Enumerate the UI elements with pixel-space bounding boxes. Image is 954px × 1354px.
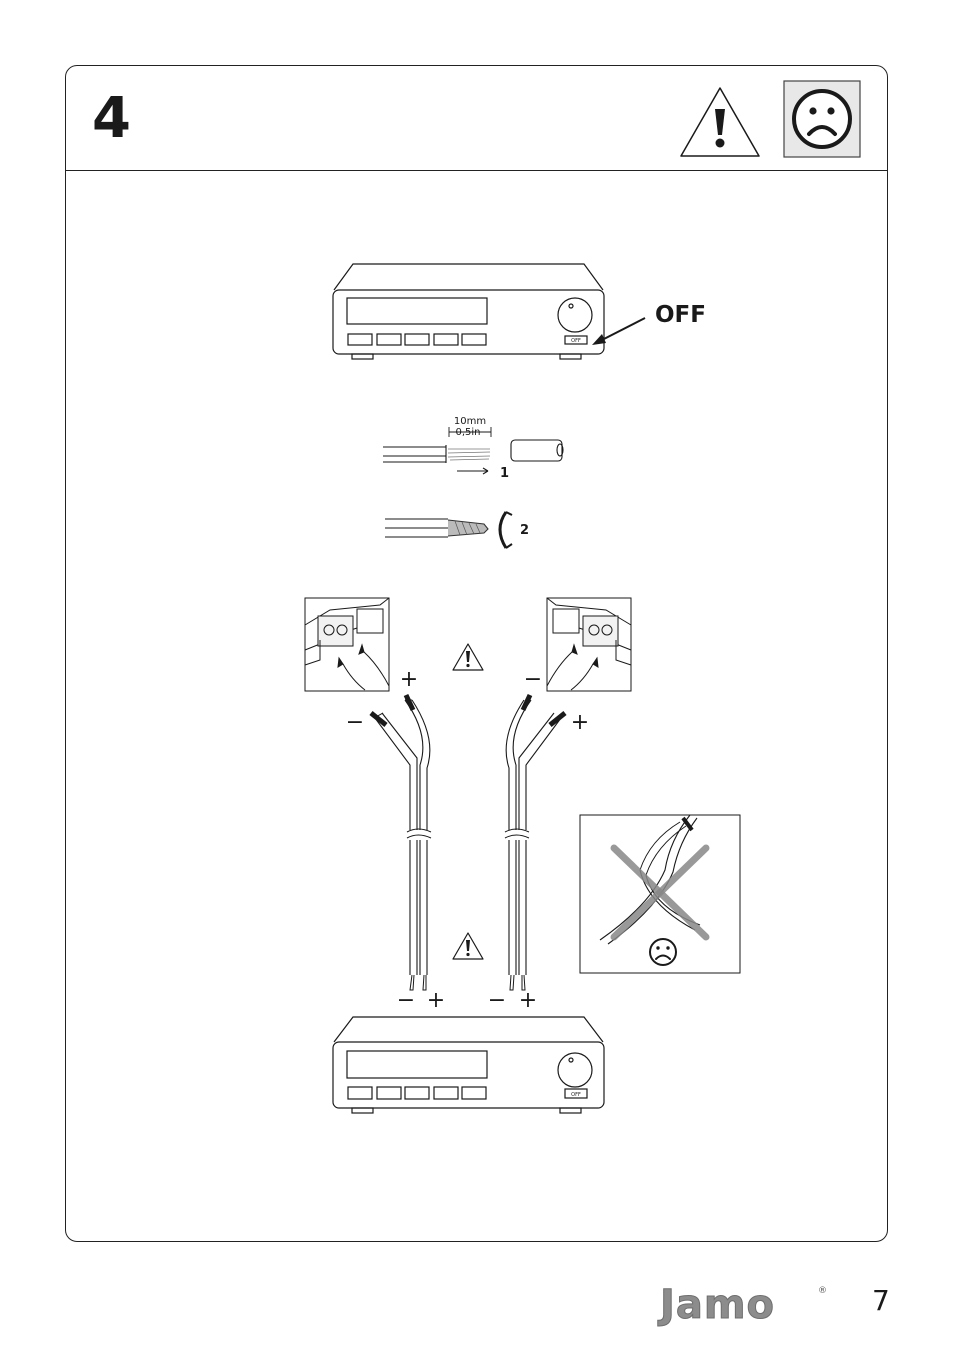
bottom-right-plus-label: +: [519, 988, 537, 1013]
receiver-bottom: [333, 1017, 604, 1113]
speaker-terminal-right: [547, 598, 631, 691]
bottom-left-plus-label: +: [427, 988, 445, 1013]
brand-logo: Jamo: [660, 1282, 775, 1328]
step-2-label: 2: [520, 523, 529, 538]
registered-mark-icon: ®: [818, 1286, 827, 1296]
warning-triangle-icon: [453, 933, 483, 959]
sad-face-icon: [650, 939, 676, 965]
left-plus-label: +: [400, 667, 418, 692]
right-minus-label: −: [524, 667, 542, 692]
wire-twist-step: [385, 512, 512, 548]
right-plus-label: +: [571, 710, 589, 735]
page-number: 7: [872, 1284, 890, 1317]
receiver-top-off-button: OFF: [571, 338, 581, 344]
strip-length-mm: 10mm: [454, 416, 486, 427]
step-1-label: 1: [500, 466, 509, 481]
bottom-right-minus-label: −: [488, 988, 506, 1013]
speaker-terminal-left: [305, 598, 389, 691]
off-callout-label: OFF: [655, 302, 706, 328]
receiver-bottom-off-button: OFF: [571, 1092, 581, 1098]
left-minus-label: −: [346, 710, 364, 735]
strip-length-in: 0,5in: [455, 427, 480, 438]
receiver-top: [333, 264, 604, 359]
warning-triangle-icon: [453, 644, 483, 670]
left-cable: [338, 645, 431, 990]
bottom-left-minus-label: −: [397, 988, 415, 1013]
